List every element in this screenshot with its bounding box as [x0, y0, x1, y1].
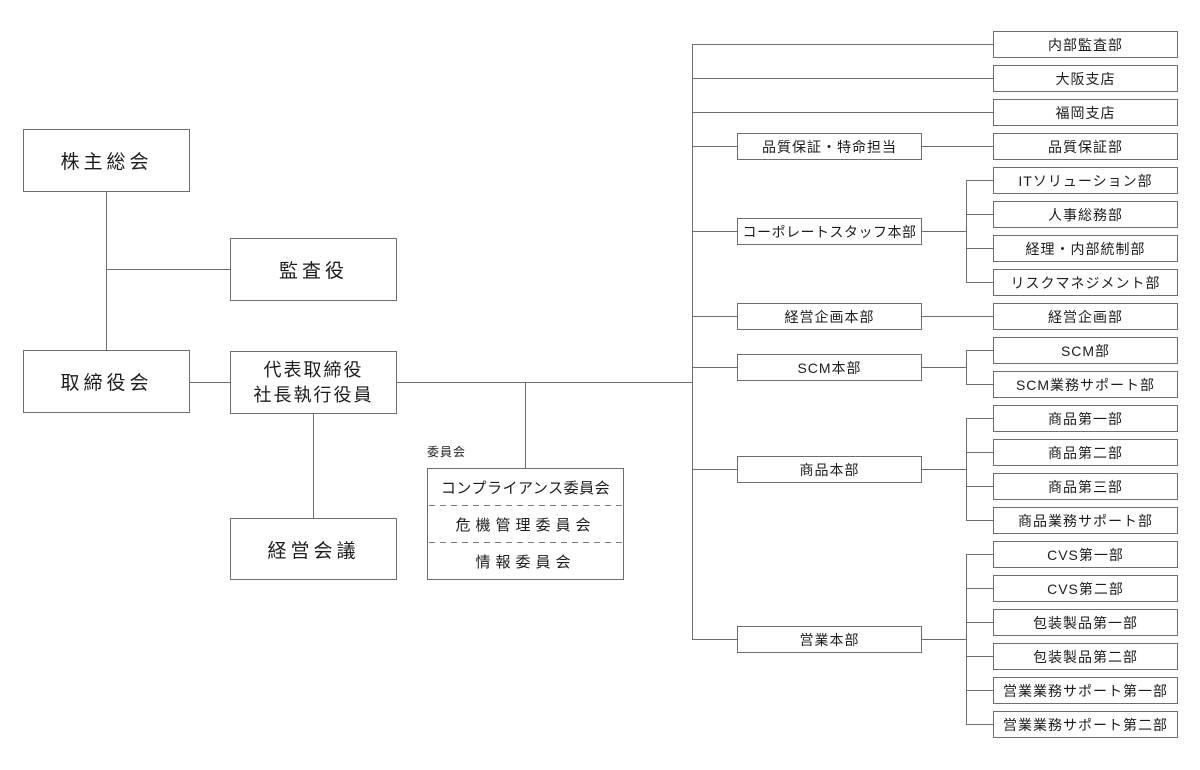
connector-line: [966, 350, 993, 351]
connector-line: [922, 367, 966, 368]
box-corporate-staff-division: コーポレートスタッフ本部: [737, 218, 922, 245]
connector-line: [922, 639, 966, 640]
box-scm-division: SCM本部: [737, 354, 922, 381]
box-internal-audit-dept: 内部監査部: [993, 31, 1178, 58]
box-sales-support-dept-2: 営業業務サポート第二部: [993, 711, 1178, 738]
box-sales-support-dept-1: 営業業務サポート第一部: [993, 677, 1178, 704]
connector-line: [922, 231, 966, 232]
connector-line: [966, 724, 993, 725]
committee-group-box: コンプライアンス委員会 危機管理委員会 情報委員会: [427, 468, 624, 580]
connector-line: [966, 588, 993, 589]
connector-line: [106, 192, 107, 350]
box-quality-assurance-dept: 品質保証部: [993, 133, 1178, 160]
connector-line: [692, 44, 693, 640]
connector-line: [692, 112, 993, 113]
connector-line: [966, 554, 967, 725]
connector-line: [692, 231, 737, 232]
box-auditor: 監査役: [230, 238, 397, 301]
box-cvs-dept-2: CVS第二部: [993, 575, 1178, 602]
connector-line: [966, 622, 993, 623]
box-fukuoka-branch: 福岡支店: [993, 99, 1178, 126]
connector-line: [922, 316, 993, 317]
committee-item-compliance: コンプライアンス委員会: [440, 479, 611, 497]
dashed-divider: [429, 505, 622, 506]
connector-line: [525, 382, 526, 468]
connector-line: [966, 520, 993, 521]
connector-line: [966, 384, 993, 385]
connector-line: [692, 367, 737, 368]
box-merchandise-support-dept: 商品業務サポート部: [993, 507, 1178, 534]
box-merchandise-division: 商品本部: [737, 456, 922, 483]
box-risk-management-dept: リスクマネジメント部: [993, 269, 1178, 296]
connector-line: [922, 146, 993, 147]
box-merchandise-dept-2: 商品第二部: [993, 439, 1178, 466]
connector-line: [966, 248, 993, 249]
box-cvs-dept-1: CVS第一部: [993, 541, 1178, 568]
box-merchandise-dept-1: 商品第一部: [993, 405, 1178, 432]
connector-line: [922, 469, 966, 470]
connector-line: [966, 656, 993, 657]
connector-line: [966, 452, 993, 453]
connector-line: [966, 350, 967, 385]
president-title-line2: 社長執行役員: [253, 384, 374, 405]
connector-line: [966, 180, 967, 283]
connector-line: [966, 214, 993, 215]
connector-line: [966, 486, 993, 487]
connector-line: [692, 316, 737, 317]
box-scm-dept: SCM部: [993, 337, 1178, 364]
connector-line: [966, 418, 967, 521]
committee-item-information: 情報委員会: [475, 553, 576, 571]
box-scm-support-dept: SCM業務サポート部: [993, 371, 1178, 398]
connector-line: [692, 146, 737, 147]
box-merchandise-dept-3: 商品第三部: [993, 473, 1178, 500]
connector-line: [692, 639, 737, 640]
box-board-of-directors: 取締役会: [23, 350, 190, 413]
box-corporate-planning-dept: 経営企画部: [993, 303, 1178, 330]
dashed-divider: [429, 542, 622, 543]
committee-group-label: 委員会: [427, 445, 467, 459]
connector-line: [106, 269, 230, 270]
connector-line: [190, 382, 230, 383]
connector-line: [692, 44, 993, 45]
box-packaging-products-dept-2: 包装製品第二部: [993, 643, 1178, 670]
connector-line: [397, 382, 692, 383]
connector-line: [692, 469, 737, 470]
connector-line: [966, 554, 993, 555]
connector-line: [692, 78, 993, 79]
president-title-line1: 代表取締役: [263, 360, 364, 381]
box-quality-assurance-division: 品質保証・特命担当: [737, 133, 922, 160]
committee-item-crisis-management: 危機管理委員会: [455, 516, 596, 534]
box-packaging-products-dept-1: 包装製品第一部: [993, 609, 1178, 636]
connector-line: [966, 180, 993, 181]
box-management-council: 経営会議: [230, 518, 397, 580]
connector-line: [966, 690, 993, 691]
box-shareholders-meeting: 株主総会: [23, 129, 190, 192]
connector-line: [966, 418, 993, 419]
box-it-solution-dept: ITソリューション部: [993, 167, 1178, 194]
box-accounting-internal-control-dept: 経理・内部統制部: [993, 235, 1178, 262]
box-sales-division: 営業本部: [737, 626, 922, 653]
connector-line: [313, 414, 314, 518]
box-osaka-branch: 大阪支店: [993, 65, 1178, 92]
box-president: 代表取締役 社長執行役員: [230, 351, 397, 414]
box-corporate-planning-division: 経営企画本部: [737, 303, 922, 330]
connector-line: [966, 282, 993, 283]
box-hr-general-affairs-dept: 人事総務部: [993, 201, 1178, 228]
